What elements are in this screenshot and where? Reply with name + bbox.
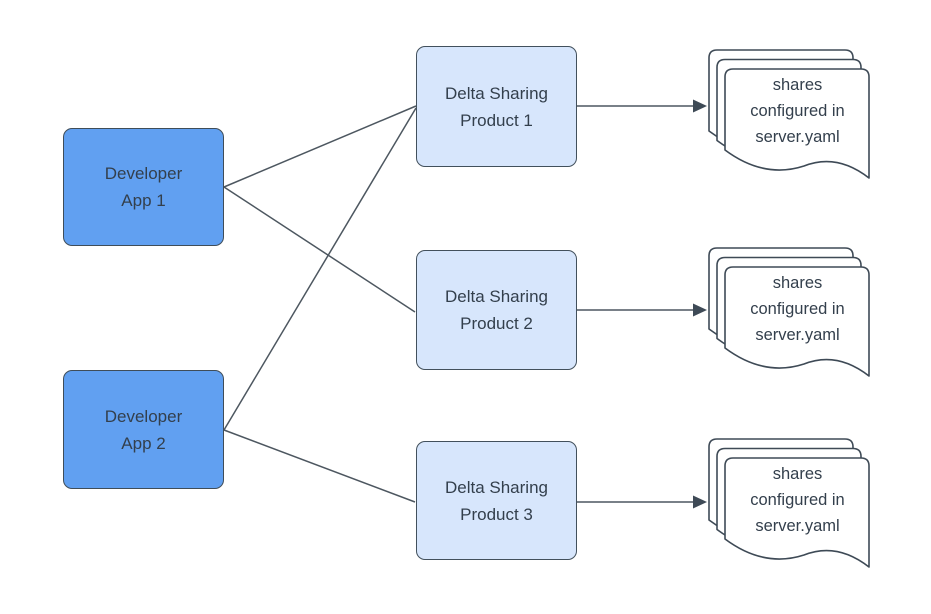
node-delta-sharing-product-2: Delta Sharing Product 2 <box>416 250 577 370</box>
arrow-product1-to-shares1 <box>577 99 707 113</box>
edge-app1-to-product2 <box>223 186 416 313</box>
arrowhead-icon <box>693 303 707 317</box>
document-stack-1-label: shares configured in server.yaml <box>750 76 845 146</box>
document-stack-2 <box>708 247 870 377</box>
document-stack-1 <box>708 49 870 179</box>
arrow-product2-to-shares2 <box>577 303 707 317</box>
node-label: Delta Sharing Product 1 <box>444 83 548 130</box>
node-label: Delta Sharing Product 3 <box>444 477 548 524</box>
edge-app1-to-product1 <box>223 105 417 188</box>
arrowhead-icon <box>693 495 707 509</box>
node-label: Delta Sharing Product 2 <box>444 287 548 333</box>
document-page-front <box>724 457 870 568</box>
node-developer-app-1: Developer App 1 <box>63 128 224 246</box>
edge-app2-to-product1 <box>223 107 417 431</box>
node-label: Developer App 2 <box>104 406 183 453</box>
document-stack-2-label: shares configured in server.yaml <box>750 274 845 344</box>
edge-app2-to-product3 <box>223 429 416 503</box>
node-delta-sharing-product-3: Delta Sharing Product 3 <box>416 441 577 560</box>
document-page-front <box>724 68 870 179</box>
node-developer-app-2: Developer App 2 <box>63 370 224 489</box>
document-page-front <box>724 266 870 377</box>
node-label: Developer App 1 <box>104 164 183 210</box>
document-stack-3-label: shares configured in server.yaml <box>750 465 845 535</box>
arrowhead-icon <box>693 99 707 113</box>
arrow-product3-to-shares3 <box>577 495 707 509</box>
node-delta-sharing-product-1: Delta Sharing Product 1 <box>416 46 577 167</box>
document-stack-3 <box>708 438 870 568</box>
